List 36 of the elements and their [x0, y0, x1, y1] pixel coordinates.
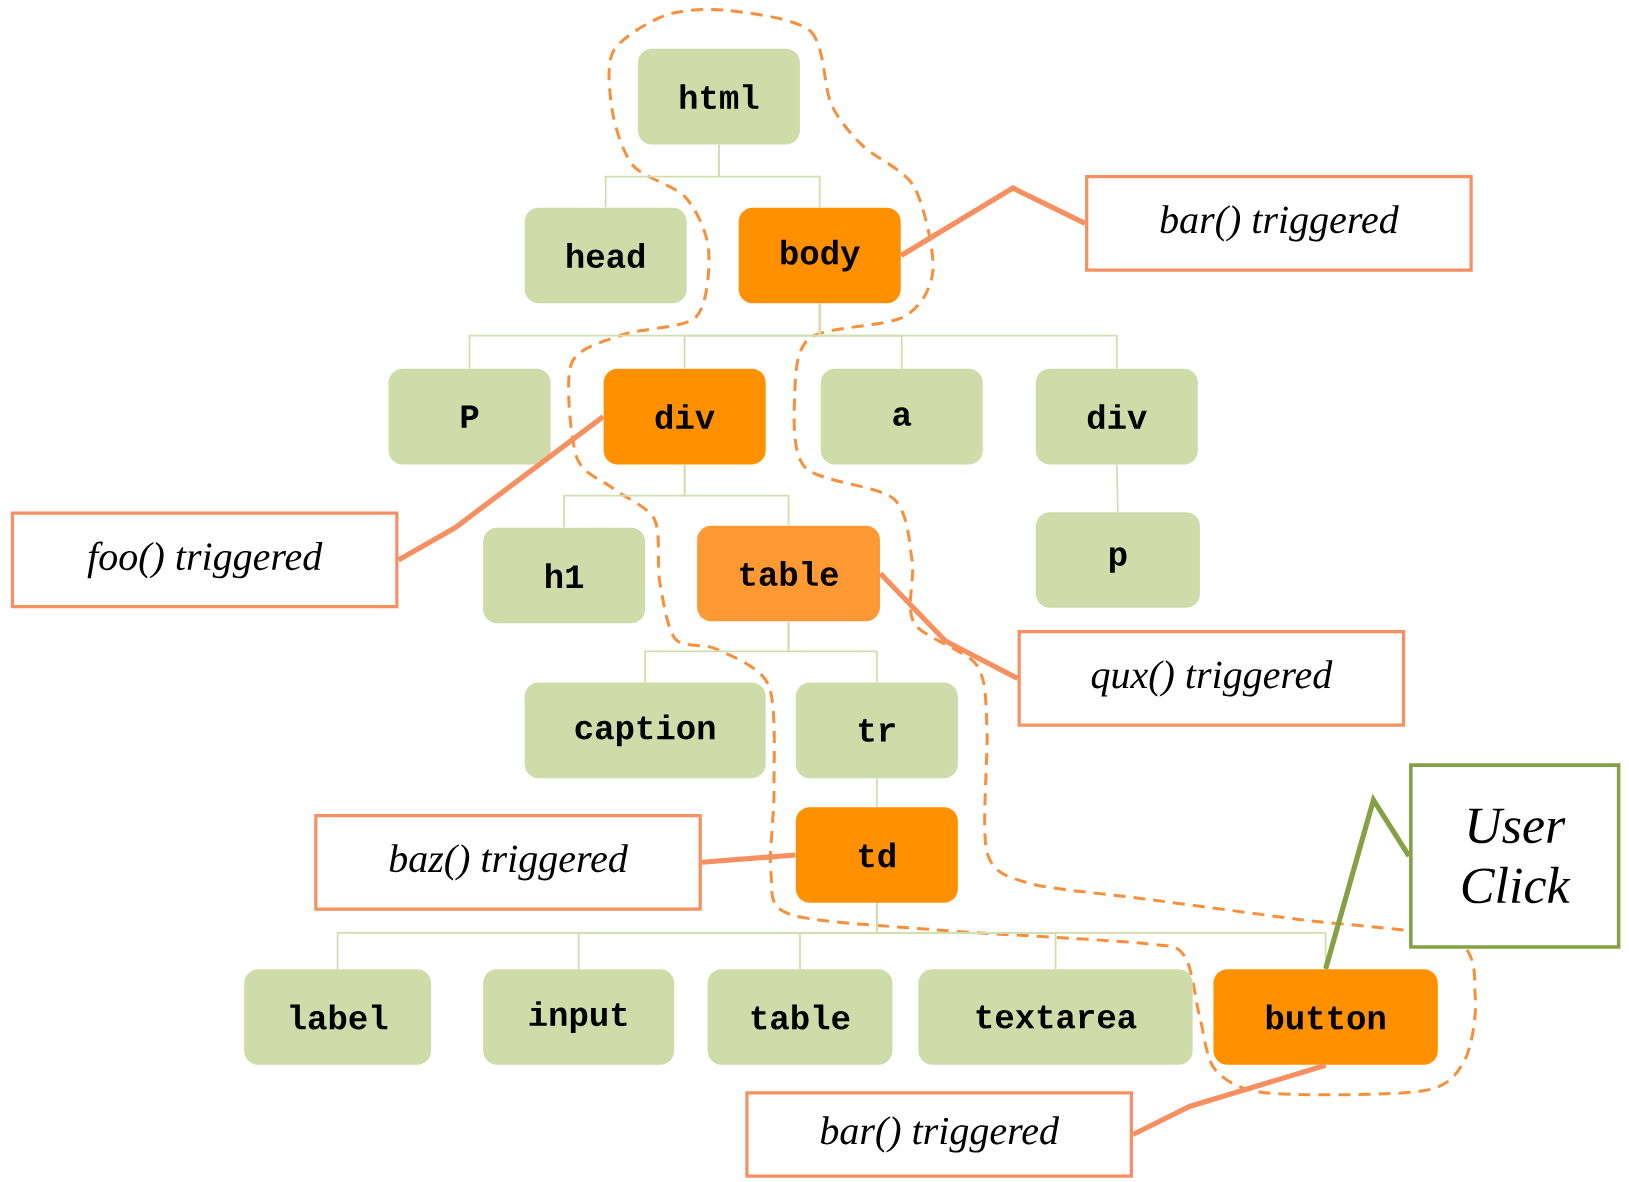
- element-box: body: [738, 207, 901, 304]
- element-box: table: [707, 969, 893, 1065]
- element-box: html: [637, 48, 800, 145]
- element-box: div: [603, 368, 766, 465]
- element-box: textarea: [918, 969, 1193, 1065]
- element-box: head: [524, 207, 687, 304]
- tree-connector: [1115, 463, 1119, 513]
- callout-box: qux() triggered: [1017, 629, 1406, 727]
- element-box: input: [483, 969, 675, 1065]
- element-box: a: [820, 368, 983, 465]
- element-box: caption: [524, 682, 766, 778]
- element-box: label: [244, 969, 432, 1065]
- callout-box: baz() triggered: [314, 813, 702, 911]
- callout-box: User Click: [1409, 763, 1621, 949]
- element-box: div: [1035, 368, 1198, 465]
- tree-connector: [875, 777, 878, 808]
- element-box: P: [388, 368, 551, 465]
- element-box: tr: [795, 682, 958, 778]
- tree-connector: [787, 620, 878, 683]
- element-box: table: [697, 525, 880, 622]
- leader-line: [878, 571, 1019, 681]
- element-box: h1: [483, 527, 646, 624]
- leader-line: [1131, 1062, 1327, 1137]
- element-box: td: [795, 807, 958, 903]
- tree-connector: [718, 143, 821, 209]
- element-box: p: [1035, 512, 1200, 608]
- leader-line: [701, 852, 796, 865]
- leader-line: [397, 414, 605, 563]
- tree-connector: [818, 302, 1118, 370]
- callout-box: bar() triggered: [745, 1091, 1133, 1178]
- leader-line: [899, 184, 1087, 258]
- leader-line: [1323, 793, 1412, 970]
- callout-box: foo() triggered: [10, 511, 399, 609]
- element-box: button: [1213, 969, 1438, 1065]
- tree-connector: [683, 463, 790, 527]
- callout-box: bar() triggered: [1085, 174, 1473, 272]
